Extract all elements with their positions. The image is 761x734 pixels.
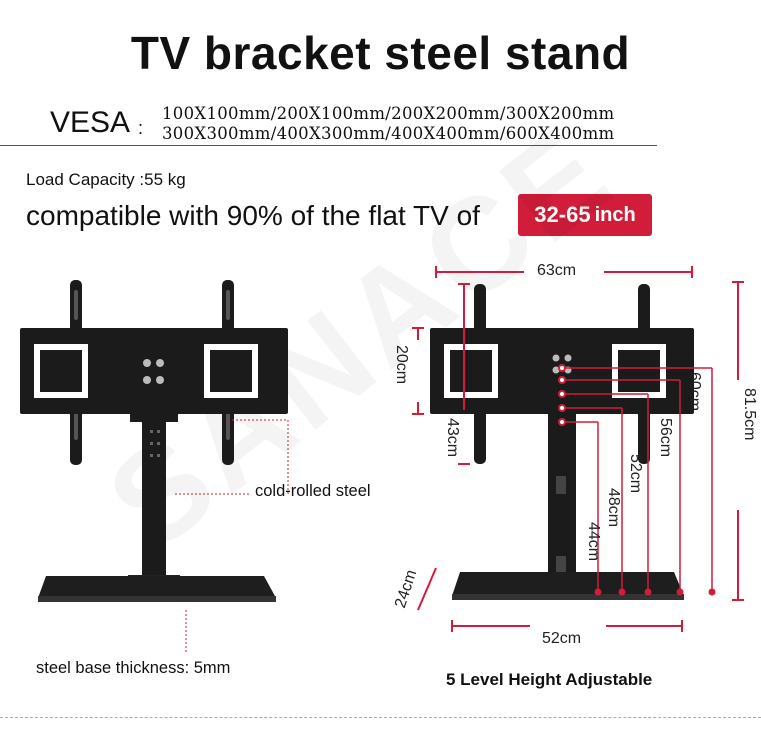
compatibility-text: compatible with 90% of the flat TV of <box>26 200 480 231</box>
vesa-divider <box>0 145 657 146</box>
vesa-colon: : <box>138 118 144 138</box>
vesa-label: VESA <box>50 106 131 139</box>
vesa-sizes-line-2: 300X300mm/400X300mm/400X400mm/600X400mm <box>162 124 615 143</box>
dimension-63cm: 63cm <box>537 262 577 279</box>
dimension-52cm: 52cm <box>627 454 644 494</box>
size-badge-range: 32-65 <box>534 202 591 227</box>
page-title: TV bracket steel stand <box>130 27 631 79</box>
cold-rolled-steel-label: cold-rolled steel <box>255 482 371 500</box>
right-stand-image <box>430 284 694 600</box>
left-stand-image <box>20 280 289 652</box>
dimension-60cm: 60cm <box>686 372 703 412</box>
dimension-81-5cm: 81.5cm <box>741 388 758 441</box>
base-thickness-label: steel base thickness: 5mm <box>36 659 231 677</box>
load-capacity: Load Capacity :55 kg <box>26 170 186 189</box>
dimension-lines <box>412 266 744 632</box>
dimension-44cm: 44cm <box>585 522 602 562</box>
height-adjustable-label: 5 Level Height Adjustable <box>446 670 653 689</box>
vesa-sizes-line-1: 100X100mm/200X100mm/200X200mm/300X200mm <box>162 104 615 123</box>
dimension-20cm: 20cm <box>393 345 410 385</box>
dimension-56cm: 56cm <box>657 418 674 458</box>
size-badge-unit: inch <box>594 203 636 226</box>
stand-illustrations <box>20 266 744 652</box>
size-badge: 32-65 inch <box>518 194 652 236</box>
bottom-divider <box>0 717 761 718</box>
dimension-52cm-base: 52cm <box>542 630 582 647</box>
dimension-43cm: 43cm <box>444 418 461 458</box>
dimension-48cm: 48cm <box>605 488 622 528</box>
